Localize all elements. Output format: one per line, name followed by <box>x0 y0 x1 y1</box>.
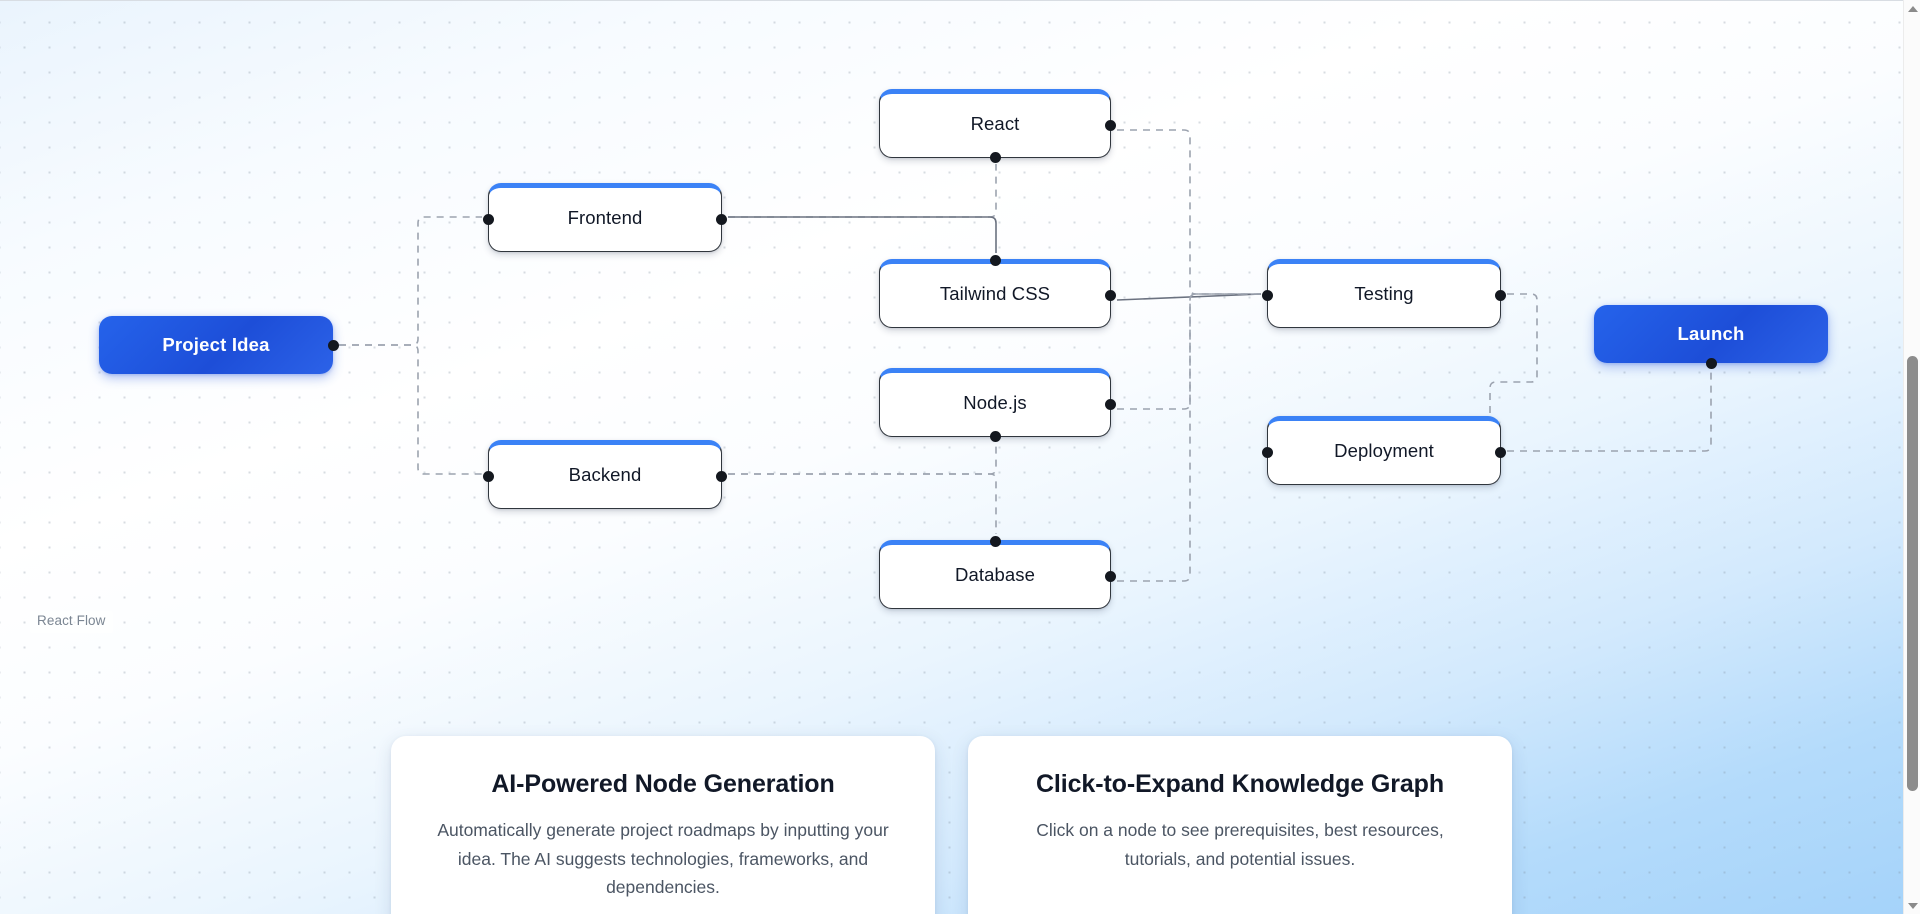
handle-right-icon[interactable] <box>1105 120 1116 131</box>
edge-frontend-tailwind <box>728 216 997 253</box>
flow-node-backend[interactable]: Backend <box>483 440 727 509</box>
feature-card-click-to-expand-knowledge-graph: Click-to-Expand Knowledge Graph Click on… <box>968 736 1512 914</box>
feature-card-description: Automatically generate project roadmaps … <box>437 820 889 897</box>
node-label: Node.js <box>963 392 1027 414</box>
handle-right-icon[interactable] <box>1105 290 1116 301</box>
edge-backend-database <box>728 473 997 534</box>
handle-left-icon[interactable] <box>1262 290 1273 301</box>
node-label: Project Idea <box>162 333 270 355</box>
handle-bottom-icon[interactable] <box>989 152 1001 163</box>
handle-bottom-icon[interactable] <box>989 431 1001 442</box>
node-label: Frontend <box>567 207 643 229</box>
node-label: Testing <box>1354 283 1414 305</box>
handle-right-icon[interactable] <box>1495 447 1506 458</box>
handle-bottom-icon[interactable] <box>1705 358 1717 369</box>
flow-node-deployment[interactable]: Deployment <box>1262 416 1506 485</box>
handle-right-icon[interactable] <box>1495 290 1506 301</box>
flow-node-nodejs[interactable]: Node.js <box>879 368 1116 442</box>
flow-node-launch[interactable]: Launch <box>1594 305 1828 369</box>
node-label: Deployment <box>1334 440 1434 462</box>
edge-deployment-launch <box>1507 369 1712 452</box>
handle-right-icon[interactable] <box>716 471 727 482</box>
handle-right-icon[interactable] <box>716 214 727 225</box>
flow-node-react[interactable]: React <box>879 89 1116 163</box>
page-scrollbar[interactable] <box>1903 0 1920 914</box>
edge-tailwind-testing <box>1116 293 1262 301</box>
node-label: Database <box>955 564 1035 586</box>
handle-right-icon[interactable] <box>1105 571 1116 582</box>
scroll-up-arrow-icon[interactable] <box>1904 0 1920 17</box>
react-flow-attribution[interactable]: React Flow <box>30 611 113 633</box>
node-label: Backend <box>568 464 642 486</box>
handle-right-icon[interactable] <box>1105 399 1116 410</box>
flow-node-project-idea[interactable]: Project Idea <box>99 316 339 374</box>
edge-frontend-react <box>728 164 997 218</box>
feature-card-description: Click on a node to see prerequisites, be… <box>1036 820 1444 869</box>
feature-card-ai-powered-node-generation: AI-Powered Node Generation Automatically… <box>391 736 935 914</box>
handle-top-icon[interactable] <box>989 255 1001 266</box>
handle-left-icon[interactable] <box>483 214 494 225</box>
flow-node-database[interactable]: Database <box>879 536 1116 609</box>
edge-database-testing <box>1117 293 1261 582</box>
edge-nodejs-testing <box>1117 293 1261 410</box>
node-label: React <box>970 113 1020 135</box>
flow-node-testing[interactable]: Testing <box>1262 259 1506 328</box>
handle-right-icon[interactable] <box>328 339 339 351</box>
flow-node-frontend[interactable]: Frontend <box>483 183 727 252</box>
handle-top-icon[interactable] <box>989 536 1001 547</box>
feature-card-title: Click-to-Expand Knowledge Graph <box>1035 770 1445 798</box>
edge-project-idea-backend <box>339 344 482 475</box>
handle-left-icon[interactable] <box>483 471 494 482</box>
feature-card-title: AI-Powered Node Generation <box>491 770 835 798</box>
flow-node-tailwind-css[interactable]: Tailwind CSS <box>879 255 1116 328</box>
edge-project-idea-frontend <box>339 216 482 346</box>
node-label: Launch <box>1677 322 1745 344</box>
node-label: Tailwind CSS <box>939 283 1051 305</box>
feature-cards: AI-Powered Node Generation Automatically… <box>391 736 1512 914</box>
scroll-down-arrow-icon[interactable] <box>1904 897 1920 914</box>
scrollbar-thumb[interactable] <box>1907 356 1918 791</box>
edge-react-testing <box>1117 129 1261 295</box>
handle-left-icon[interactable] <box>1262 447 1273 458</box>
edge-backend-nodejs <box>728 442 997 475</box>
